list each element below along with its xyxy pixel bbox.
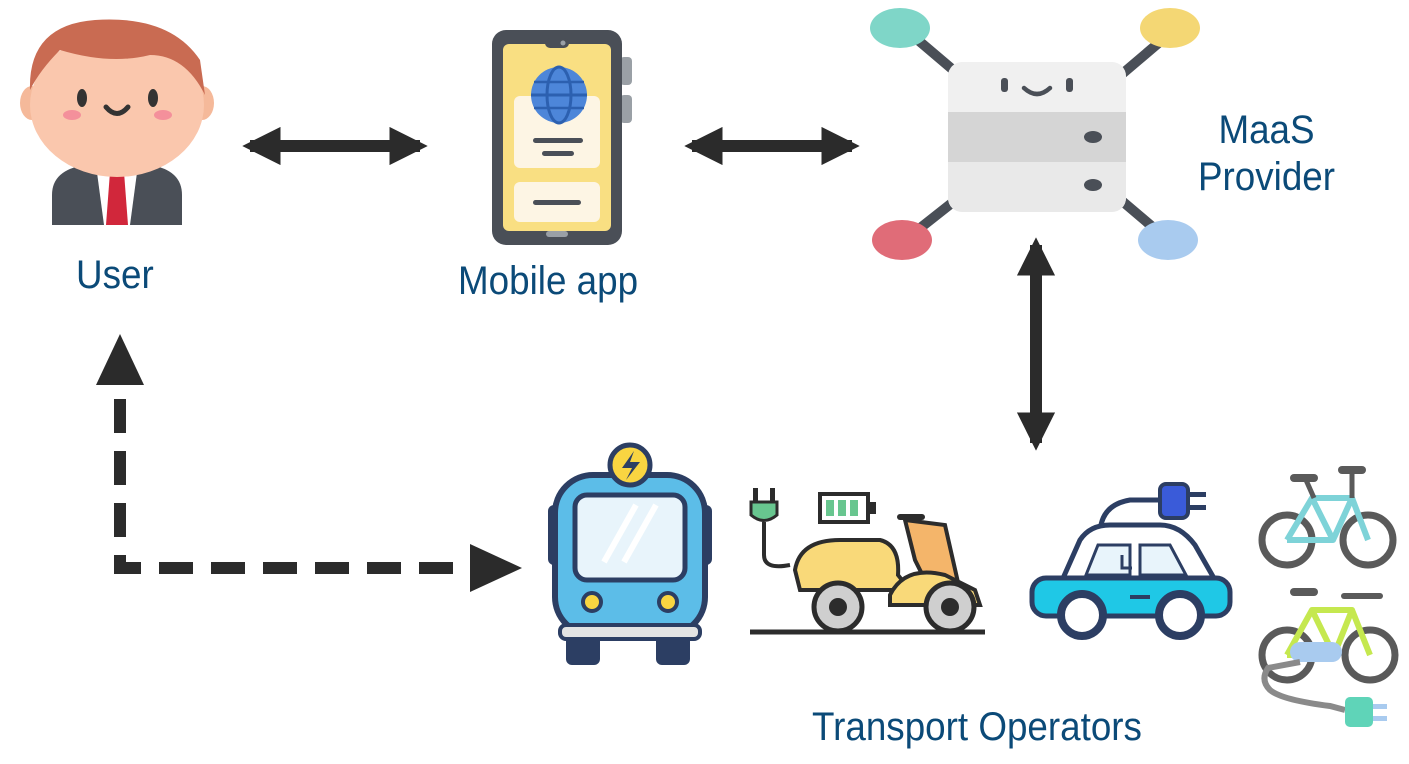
dashed-arrow-operators-user [96,334,522,592]
user-icon [20,19,214,225]
maas-server-icon [870,8,1200,260]
electric-bicycle-icon [1258,588,1399,727]
bicycle-icon [1258,466,1397,569]
bus-icon [548,442,712,665]
mobile-app-label: Mobile app [458,259,639,303]
maas-provider-label: MaaS Provider [1198,107,1335,201]
electric-scooter-icon [749,488,985,635]
transport-operators-label: Transport Operators [812,705,1142,749]
electric-car-icon [1029,482,1233,640]
maas-provider-label-line1: MaaS [1218,108,1315,152]
user-label: User [76,253,154,297]
maas-provider-label-line2: Provider [1198,155,1336,200]
mobile-app-icon [492,30,632,245]
